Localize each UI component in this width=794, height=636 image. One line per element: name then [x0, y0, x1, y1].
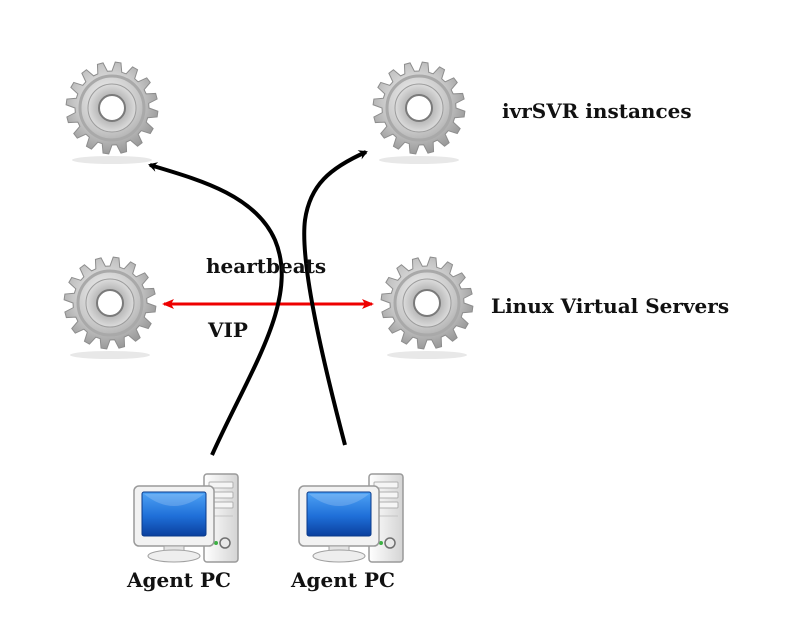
agent-pc-label-2: Agent PC — [290, 568, 395, 592]
gear-icon-lvs-2 — [379, 255, 475, 361]
gear-icon-ivrsvr-1 — [64, 60, 160, 166]
heartbeats-label: heartbeats — [206, 254, 326, 278]
computer-icon-agent-2 — [298, 473, 404, 563]
gear-icon-ivrsvr-2 — [371, 60, 467, 166]
computer-icon-agent-1 — [133, 473, 239, 563]
agent-pc-label-1: Agent PC — [126, 568, 231, 592]
lvs-label: Linux Virtual Servers — [491, 294, 729, 318]
agent1-to-ivrsvr1-arrow — [148, 162, 284, 456]
vip-label: VIP — [207, 318, 248, 342]
gear-icon-lvs-1 — [62, 255, 158, 361]
agent2-to-ivrsvr2-arrow — [302, 150, 368, 446]
ivrsvr-label: ivrSVR instances — [502, 99, 692, 123]
